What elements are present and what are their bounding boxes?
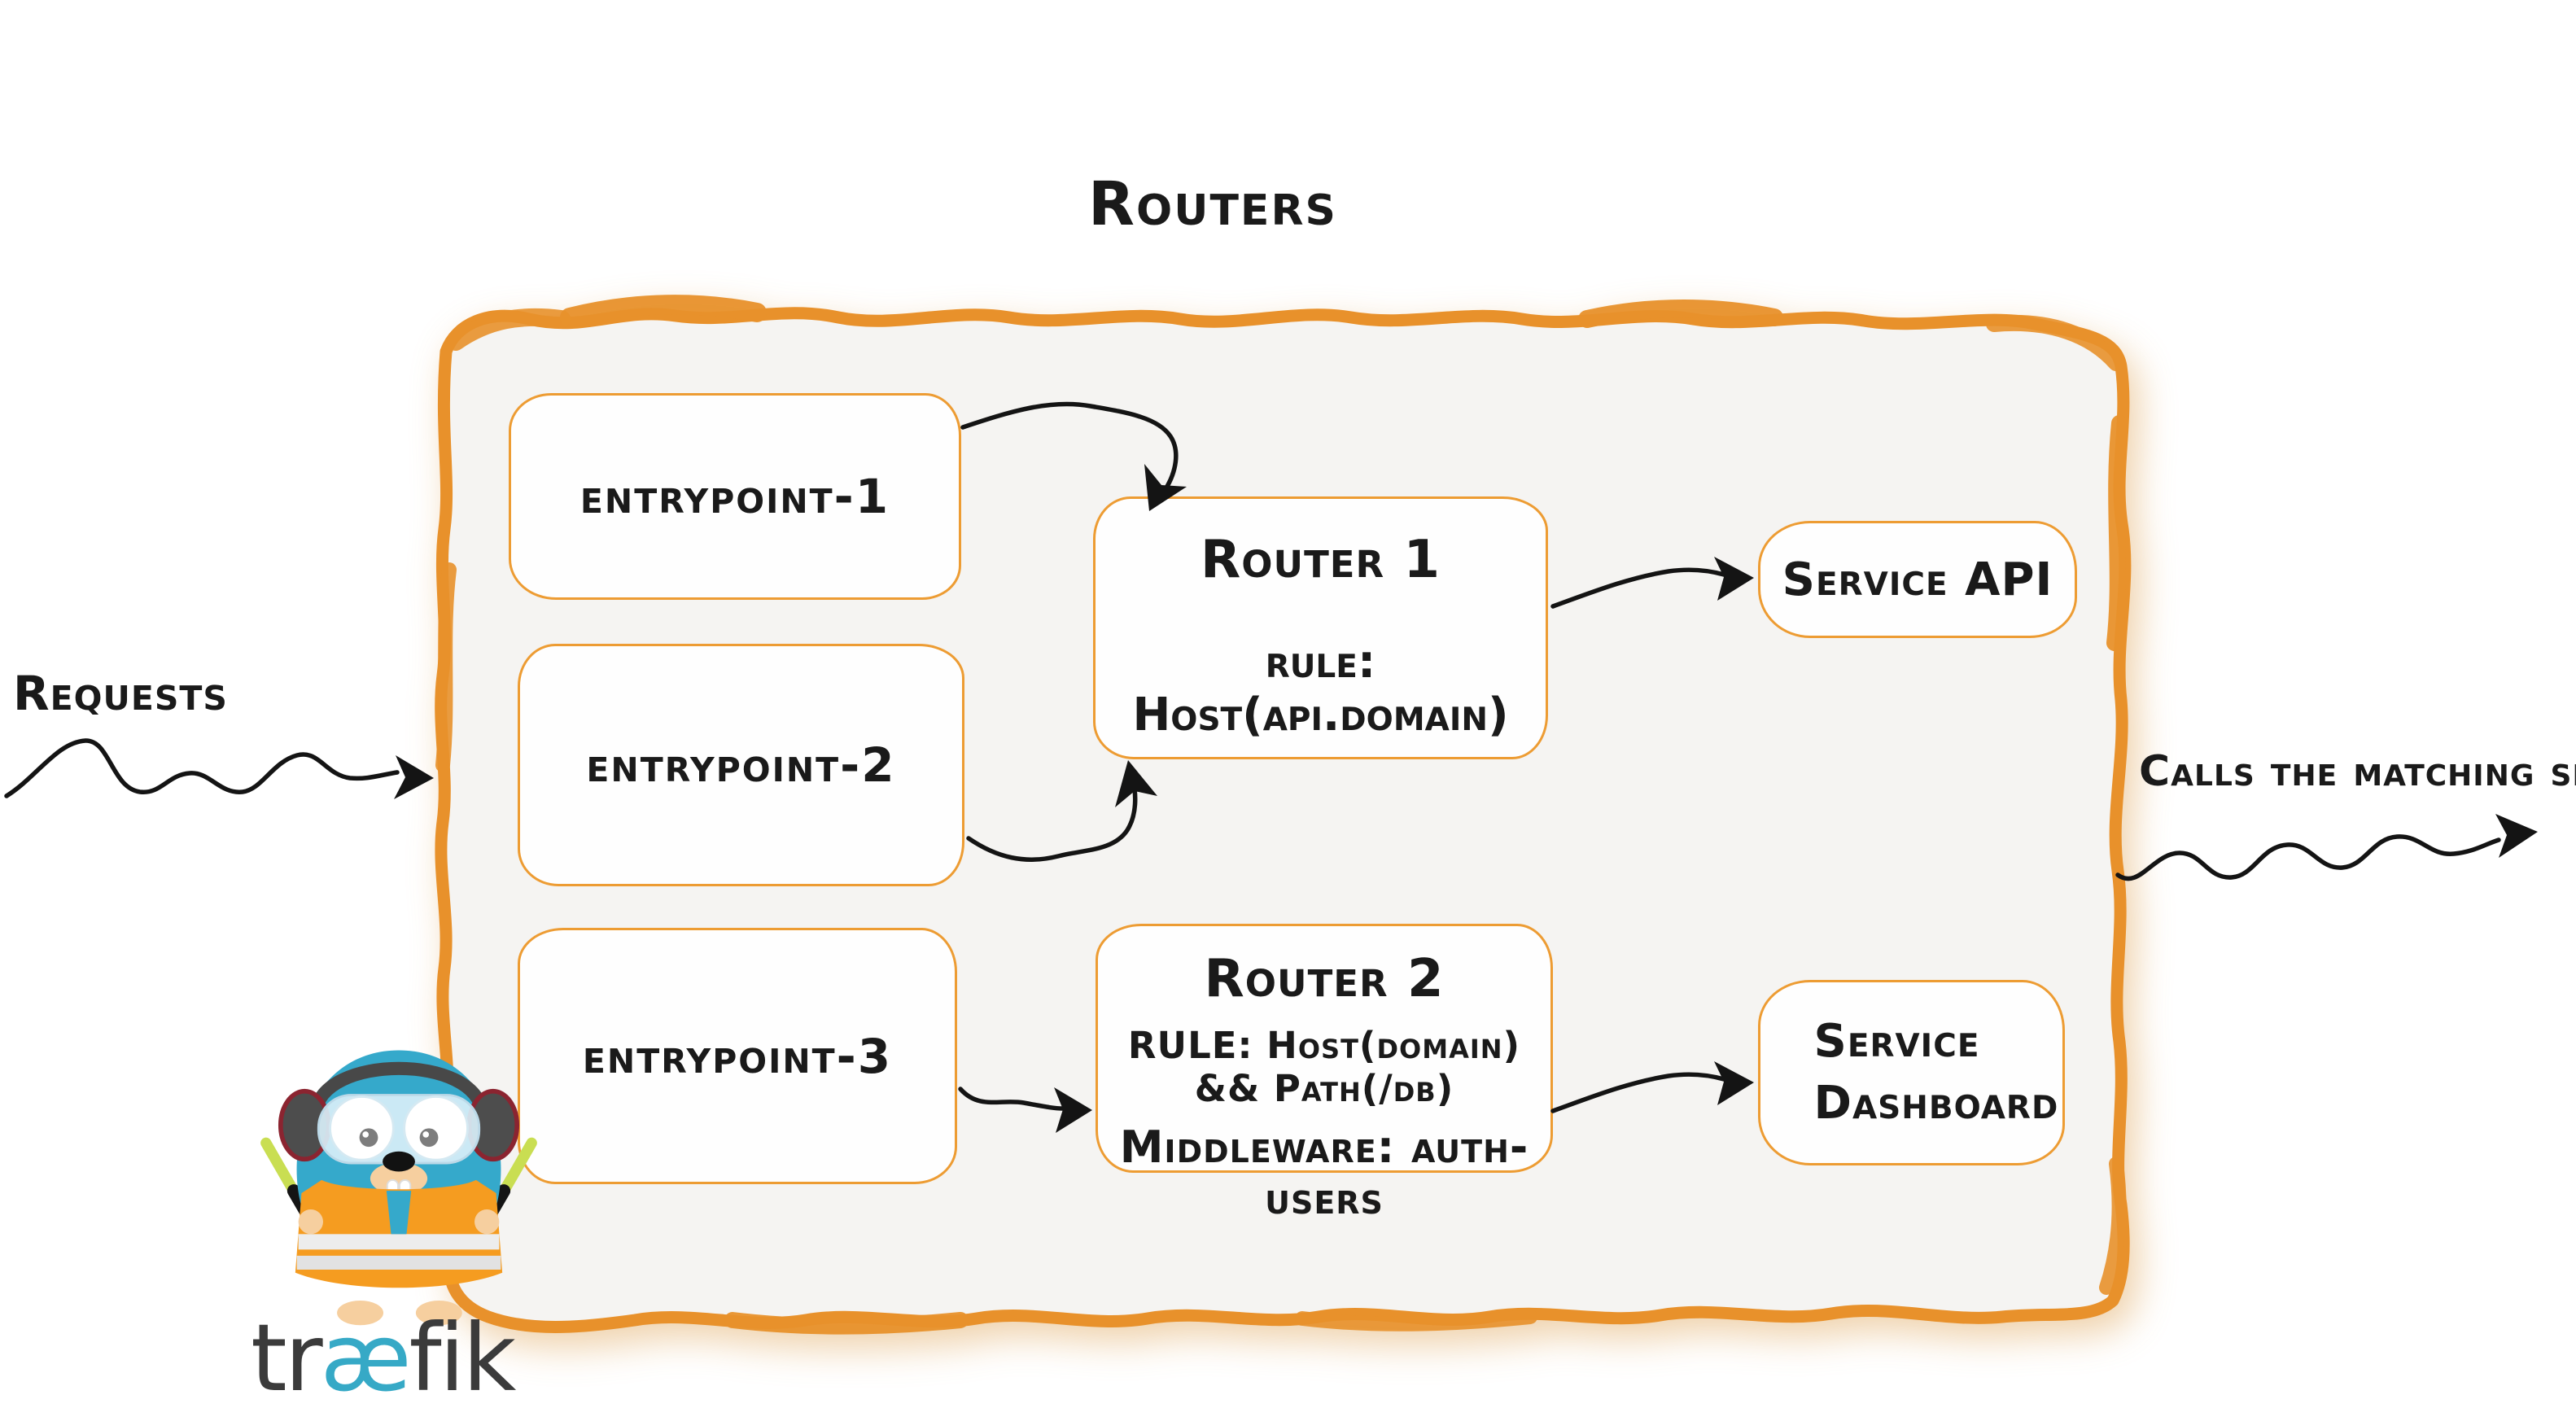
service-api-label: Service API (1782, 553, 2053, 606)
router-1-rule: rule: Host(api.domain) (1132, 636, 1509, 741)
router-2-middleware: Middleware: auth-users (1119, 1122, 1529, 1224)
calls-label: Calls the matching server (2139, 747, 2576, 796)
page-title: Routers (1088, 169, 1337, 239)
router-2-rule: RULE: Host(domain) && Path(/db) (1127, 1024, 1521, 1110)
wordmark-suffix: fik (409, 1304, 517, 1408)
entrypoint-3-box: entrypoint-3 (518, 928, 957, 1184)
right-hand (475, 1209, 500, 1235)
muzzle (370, 1162, 428, 1195)
wordmark-prefix: tr (251, 1304, 323, 1408)
router-1-box: Router 1 rule: Host(api.domain) (1093, 496, 1548, 759)
entrypoint-2-label: entrypoint-2 (586, 737, 896, 793)
left-hand (298, 1209, 323, 1235)
right-foot (415, 1300, 462, 1326)
router-2-name: Router 2 (1204, 949, 1445, 1009)
requests-label: Requests (13, 666, 228, 721)
entrypoint-2-box: entrypoint-2 (518, 644, 964, 886)
router-2-box: Router 2 RULE: Host(domain) && Path(/db)… (1096, 924, 1553, 1224)
right-eye (403, 1095, 469, 1161)
right-pupil-highlight (422, 1131, 430, 1138)
wordmark-ae: æ (320, 1304, 412, 1408)
vest-stripe-1 (298, 1234, 500, 1250)
service-dashboard-box: Service Dashboard (1758, 980, 2065, 1165)
vest-stripe-2 (296, 1255, 501, 1270)
traefik-gopher-icon (260, 1050, 537, 1326)
traefik-wordmark: træfik (251, 1312, 516, 1405)
left-pupil (359, 1128, 378, 1148)
service-api-box: Service API (1758, 521, 2077, 638)
nose (383, 1151, 415, 1172)
vest-chest-gap (386, 1191, 412, 1235)
headphone-band (308, 1061, 489, 1121)
entrypoint-1-box: entrypoint-1 (509, 393, 961, 600)
left-eye (329, 1095, 395, 1161)
service-dashboard-label: Service Dashboard (1813, 1015, 2059, 1130)
router-1-name: Router 1 (1201, 530, 1441, 590)
entrypoint-3-label: entrypoint-3 (582, 1028, 893, 1084)
right-pupil (419, 1128, 439, 1148)
left-pupil-highlight (362, 1131, 369, 1138)
entrypoint-1-label: entrypoint-1 (579, 469, 890, 524)
left-foot (337, 1300, 384, 1326)
